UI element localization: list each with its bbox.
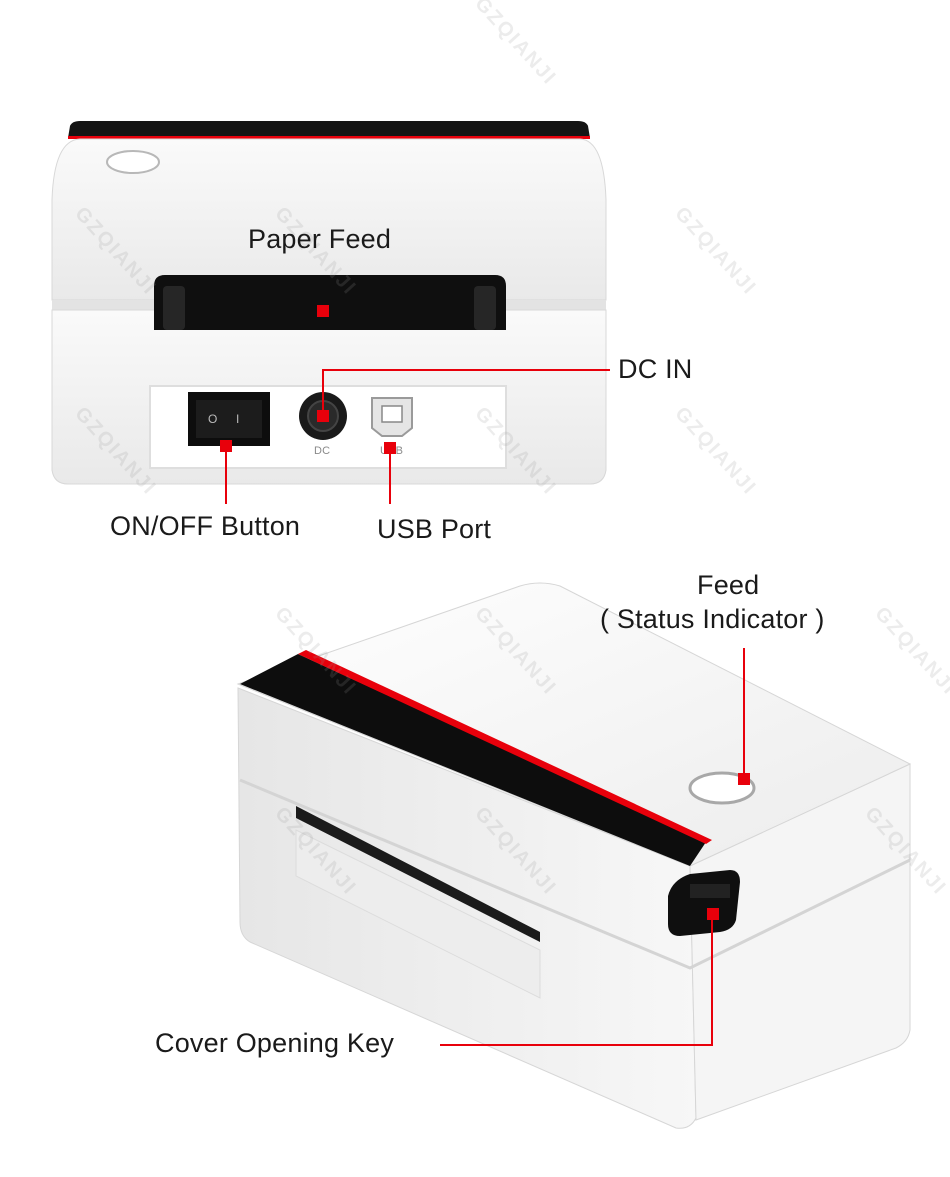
switch-off-text: O	[208, 412, 218, 426]
status-indicator-label: ( Status Indicator )	[600, 604, 825, 634]
feed-leader	[743, 648, 745, 776]
on-off-marker	[220, 440, 232, 452]
cover-key-marker	[707, 908, 719, 920]
usb-port-leader	[389, 454, 391, 504]
cover-key-leader	[440, 1044, 713, 1046]
dc-in-label: DC IN	[618, 354, 693, 384]
paper-feed-marker	[317, 305, 329, 317]
on-off-leader	[225, 452, 227, 504]
paper-feed-label: Paper Feed	[248, 224, 392, 254]
dc-in-marker	[317, 410, 329, 422]
cover-opening-key-label: Cover Opening Key	[155, 1028, 395, 1058]
dc-in-leader	[322, 369, 610, 371]
dc-in-leader	[322, 369, 324, 411]
on-off-button-label: ON/OFF Button	[110, 511, 301, 541]
usb-port-label: USB Port	[377, 514, 492, 544]
printer-perspective-view	[236, 582, 912, 1129]
dc-port-text: DC	[314, 445, 331, 457]
printer-rear-view	[51, 121, 607, 485]
feed-marker	[738, 773, 750, 785]
usb-port-marker	[384, 442, 396, 454]
switch-on-text: I	[236, 412, 240, 426]
cover-key-leader	[711, 918, 713, 1046]
feed-label: Feed	[697, 570, 760, 600]
